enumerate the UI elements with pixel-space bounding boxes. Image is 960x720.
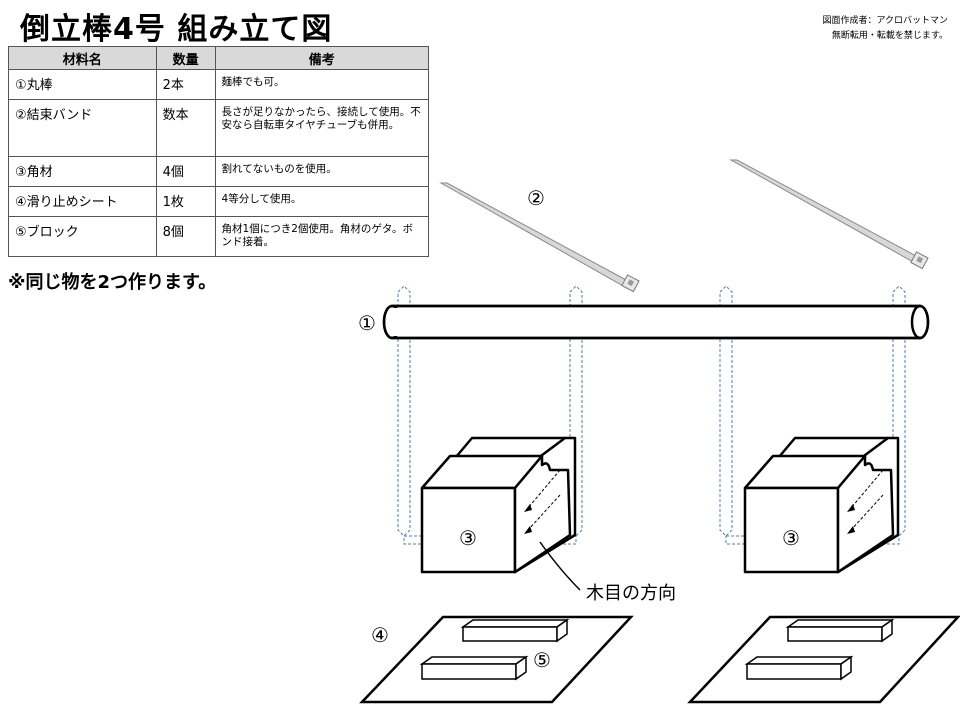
label-block-right: ③ bbox=[782, 526, 800, 550]
material-note: 4等分して使用。 bbox=[214, 186, 430, 217]
grain-arrows-left bbox=[527, 469, 561, 531]
cable-tie-left bbox=[439, 182, 640, 293]
table-row: ②結束バンド 数本 長さが足りなかったら、接続して使用。不安なら自転車タイヤチュ… bbox=[8, 99, 430, 157]
material-name: ①丸棒 bbox=[8, 69, 157, 100]
material-name: ③角材 bbox=[8, 156, 157, 187]
author-credit: 図面作成者：アクロバットマン bbox=[822, 16, 948, 26]
material-name: ②結束バンド bbox=[8, 99, 157, 157]
table-row: ④滑り止めシート 1枚 4等分して使用。 bbox=[8, 186, 430, 217]
material-note: 長さが足りなかったら、接続して使用。不安なら自転車タイヤチューブも併用。 bbox=[214, 99, 430, 157]
anti-slip-sheet-right bbox=[687, 615, 960, 704]
label-small-block: ⑤ bbox=[533, 648, 551, 672]
table-row: ⑤ブロック 8個 角材1個につき2個使用。角材のゲタ。ボンド接着。 bbox=[8, 216, 430, 257]
wood-block-left bbox=[420, 436, 577, 574]
footnote: ※同じ物を2つ作ります。 bbox=[8, 272, 217, 293]
label-rod: ① bbox=[358, 311, 376, 335]
label-block-left: ③ bbox=[459, 526, 477, 550]
anti-slip-sheet-left bbox=[359, 615, 634, 704]
table-row: ①丸棒 2本 麺棒でも可。 bbox=[8, 69, 430, 100]
cable-tie-right bbox=[729, 159, 929, 270]
credit: 図面作成者：アクロバットマン 無断転用・転載を禁じます。 bbox=[822, 14, 948, 44]
wood-block-right bbox=[743, 436, 900, 574]
label-cable-tie: ② bbox=[527, 186, 545, 210]
material-note: 角材1個につき2個使用。角材のゲタ。ボンド接着。 bbox=[214, 216, 430, 257]
material-qty: 8個 bbox=[155, 216, 216, 257]
material-qty: 1枚 bbox=[155, 186, 216, 217]
table-row: ③角材 4個 割れてないものを使用。 bbox=[8, 156, 430, 187]
column-header: 材料名 bbox=[8, 46, 157, 70]
materials-table: 材料名 数量 備考 ①丸棒 2本 麺棒でも可。 ②結束バンド 数本 長さが足りな… bbox=[8, 46, 430, 257]
material-name: ⑤ブロック bbox=[8, 216, 157, 257]
label-grain-direction: 木目の方向 bbox=[586, 583, 676, 604]
round-rod bbox=[382, 304, 930, 340]
label-sheet: ④ bbox=[371, 623, 389, 647]
grain-leader-line bbox=[539, 541, 581, 591]
material-qty: 数本 bbox=[155, 99, 216, 157]
copyright-notice: 無断転用・転載を禁じます。 bbox=[831, 31, 948, 41]
page-title: 倒立棒4号 組み立て図 bbox=[20, 12, 333, 47]
grain-arrows-right bbox=[850, 469, 884, 531]
